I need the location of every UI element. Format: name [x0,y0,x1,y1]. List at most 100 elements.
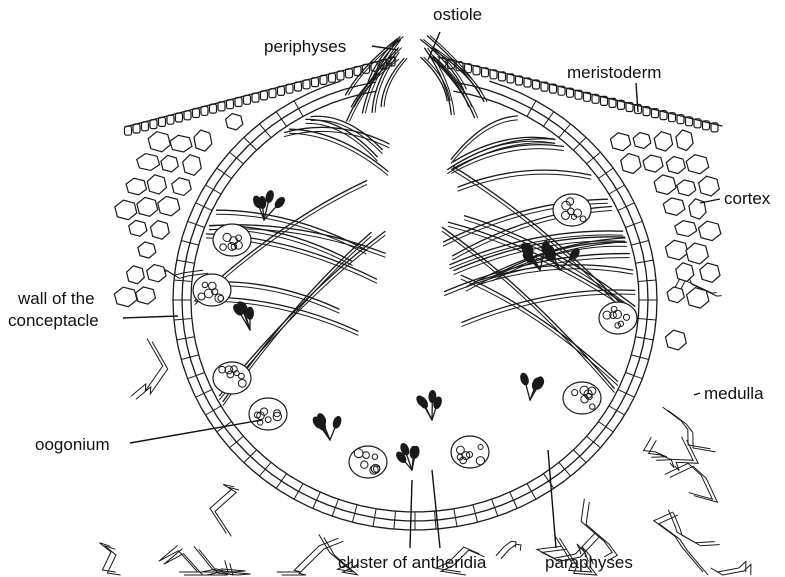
wall-cell-divider [230,152,244,164]
label-wall-line1: wall of the [17,289,95,308]
medulla-filament [586,502,617,559]
wall-cell-divider [196,390,212,398]
label-wall-line2: conceptacle [8,311,99,330]
wall-cell-divider [544,112,554,127]
wall-cell-divider [618,203,634,211]
wall-cell-divider [544,474,554,489]
wall-cell-divider [527,101,536,117]
wall-cell-divider [599,168,614,178]
leader-antheridia-2 [432,470,440,548]
wall-cell-divider [609,406,625,415]
paraphysis [448,139,555,170]
cortex-cell [676,263,694,282]
cortex-cell [665,240,688,259]
cortex-cell [687,288,709,308]
cortex-cell [137,197,158,216]
cortex-cell [126,178,146,195]
medulla-filament [131,339,162,396]
label-oogonium: oogonium [35,435,110,454]
wall-cell-divider [599,422,614,432]
meristoderm-cell [176,113,183,122]
cortex-cell [699,176,720,196]
cortex-cell [675,221,697,237]
wall-cell-divider [626,373,643,379]
medulla-filament [215,487,239,536]
wall-cell-divider [259,124,271,138]
meristoderm-cell [159,117,166,126]
label-periphyses: periphyses [264,37,346,56]
cortex-cell [700,263,720,282]
cortex-cell [699,221,721,241]
cortex-cell [147,175,166,194]
medulla-filament [659,515,708,575]
wall-cell-divider [559,462,571,476]
medulla-filament [210,484,234,533]
wall-cell-divider [609,185,625,194]
leader-antheridia-1 [410,480,412,548]
medulla-filament [136,342,167,399]
cortex-cell [138,242,156,258]
cortex-cell [676,130,693,151]
cortex-cell [136,287,156,304]
wall-cell-divider [618,390,634,398]
cortex-cell [667,287,684,303]
label-antheridia: cluster of antheridia [338,553,487,572]
medulla-filament [159,546,223,572]
meristoderm-cell [184,111,191,120]
oogonium-cell [213,224,251,256]
cortex-cell [172,178,191,196]
cortex-cell [654,132,672,151]
paraphysis [448,143,555,174]
antheridium [265,190,275,203]
paraphysis [289,129,387,171]
cortex-cell [129,220,147,236]
medulla-filament [663,407,710,448]
medulla-filament [654,512,703,572]
cortex-cell [161,155,178,172]
antheridium [519,372,529,386]
leader-paraphyses [548,450,556,548]
cortex-cell [621,154,641,174]
medulla-filament [670,466,717,502]
cortex-cell [127,266,145,284]
cortex-cell [148,132,170,152]
medulla-filament [581,499,612,556]
wall-cell-divider [559,124,571,138]
cortex-cell [654,175,676,195]
cortex-cell [677,180,696,196]
medulla-filament [674,513,720,546]
meristoderm-cell [142,122,149,131]
wall-cell-divider [313,492,321,508]
cortex-cell [666,157,685,174]
cortex-cell [610,133,630,151]
surface-line-left [125,57,395,127]
medulla-filament [669,510,715,543]
paraphysis [451,116,517,159]
wall-cell-divider [259,462,271,476]
meristoderm-cell [150,120,157,129]
wall-cell-divider [587,152,601,164]
wall-cell-divider [294,101,303,117]
cortex-cell [194,130,212,151]
wall-cell-divider [188,373,205,379]
medulla-filament [675,440,698,470]
meristoderm-cell [167,115,174,124]
cortex-cell [643,155,663,172]
meristoderm-cell [133,124,140,133]
leader-medulla [694,393,700,395]
cortex-cell [151,221,170,240]
wall-cell-divider [276,112,286,127]
leader-wall [123,316,178,318]
cortex-cell [158,196,180,215]
medulla-filament [277,538,338,572]
wall-cell-divider [205,406,221,415]
wall-cell-divider [294,484,303,500]
cortex-cell [183,155,202,176]
cortex-cell [686,243,708,264]
cortex-cell [115,200,137,220]
cortex-cell [170,135,192,152]
wall-cell-divider [230,436,244,448]
wall-cell-divider [510,492,518,508]
antheridium [332,415,343,429]
